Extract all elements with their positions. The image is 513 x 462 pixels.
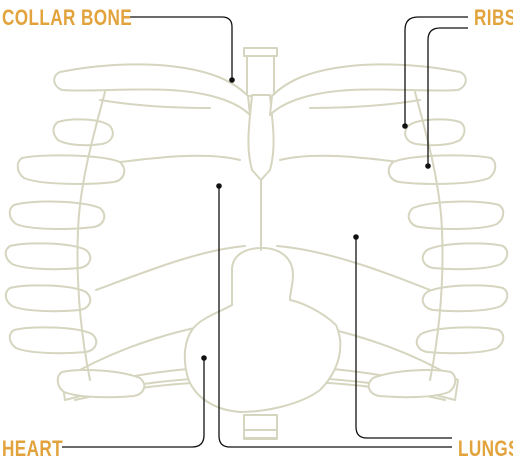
collar-bone-pointer-dot (229, 77, 235, 83)
left-upper-contour (100, 100, 210, 108)
lungs-label: LUNGS (458, 438, 513, 460)
lungs-pointer-dot-2 (353, 234, 359, 240)
spine-neck (247, 56, 274, 96)
right-collar-bone (270, 64, 466, 115)
heart-pointer-dot (201, 355, 207, 361)
ribs-pointer-dot-1 (402, 123, 408, 129)
left-collar-bone (54, 64, 250, 115)
heart-label: HEART (2, 438, 63, 460)
right-lung-contour (277, 246, 430, 290)
collar-bone-label: COLLAR BONE (2, 7, 132, 29)
right-rib-4 (423, 243, 508, 269)
left-lung-contour (96, 246, 245, 290)
heart-outline (185, 248, 341, 412)
left-rib-2 (18, 155, 125, 184)
lungs-pointer-dot-1 (216, 183, 222, 189)
right-upper-contour (310, 100, 420, 108)
ribs-label: RIBS (474, 7, 513, 29)
right-rib-3 (409, 202, 504, 229)
right-rib-1 (405, 119, 464, 145)
right-rib-2 (389, 155, 496, 184)
left-rib-3 (10, 202, 105, 229)
spine-top (244, 48, 277, 56)
ribs-pointer-dot-2 (425, 163, 431, 169)
right-rib-5 (423, 285, 508, 311)
spine-bottom-cap (244, 430, 277, 438)
left-rib-1 (54, 119, 113, 145)
right-rib-6 (417, 327, 504, 353)
